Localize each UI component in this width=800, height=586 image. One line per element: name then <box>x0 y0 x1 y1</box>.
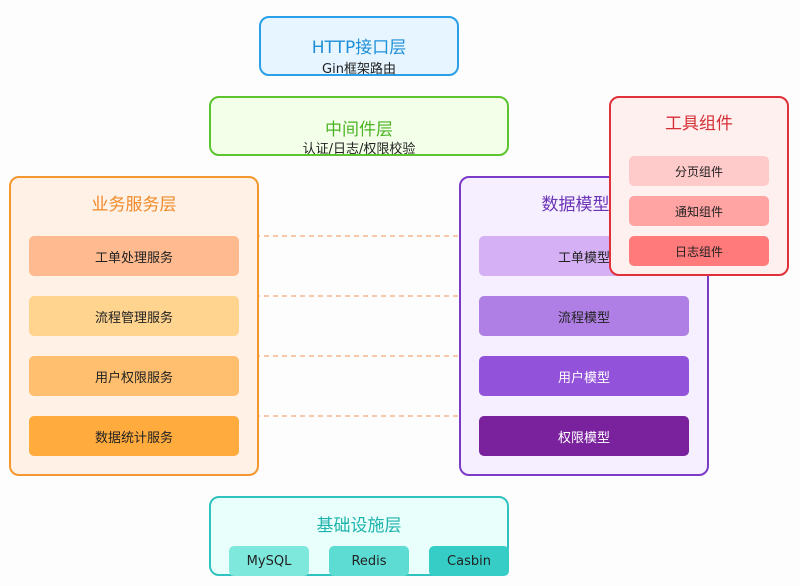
http-layer-title: HTTP接口层 <box>311 38 407 58</box>
business-service-layer: 业务服务层 工单处理服务 流程管理服务 用户权限服务 数据统计服务 <box>9 176 259 476</box>
infrastructure-layer-title: 基础设施层 <box>316 516 402 536</box>
model-item: 权限模型 <box>479 416 689 456</box>
business-item: 工单处理服务 <box>29 236 239 276</box>
http-layer: HTTP接口层 Gin框架路由 <box>259 16 459 77</box>
middleware-layer-title: 中间件层 <box>325 120 393 140</box>
tool-item: 日志组件 <box>629 236 769 266</box>
tool-item: 通知组件 <box>629 196 769 226</box>
middleware-layer: 中间件层 认证/日志/权限校验 <box>209 96 509 157</box>
infra-item: MySQL <box>229 546 309 576</box>
middleware-layer-subtitle: 认证/日志/权限校验 <box>302 142 416 157</box>
business-item: 流程管理服务 <box>29 296 239 336</box>
data-model-layer-title: 数据模型层 <box>541 195 627 215</box>
infrastructure-layer: 基础设施层 MySQL Redis Casbin <box>209 496 509 576</box>
http-layer-subtitle: Gin框架路由 <box>322 62 396 77</box>
infra-item: Casbin <box>429 546 509 576</box>
tools-component-box: 工具组件 分页组件 通知组件 日志组件 <box>609 96 789 276</box>
tool-item: 分页组件 <box>629 156 769 186</box>
business-item: 数据统计服务 <box>29 416 239 456</box>
tools-title: 工具组件 <box>665 114 733 134</box>
model-item: 用户模型 <box>479 356 689 396</box>
business-layer-title: 业务服务层 <box>91 195 177 215</box>
business-item: 用户权限服务 <box>29 356 239 396</box>
infra-item: Redis <box>329 546 409 576</box>
model-item: 流程模型 <box>479 296 689 336</box>
